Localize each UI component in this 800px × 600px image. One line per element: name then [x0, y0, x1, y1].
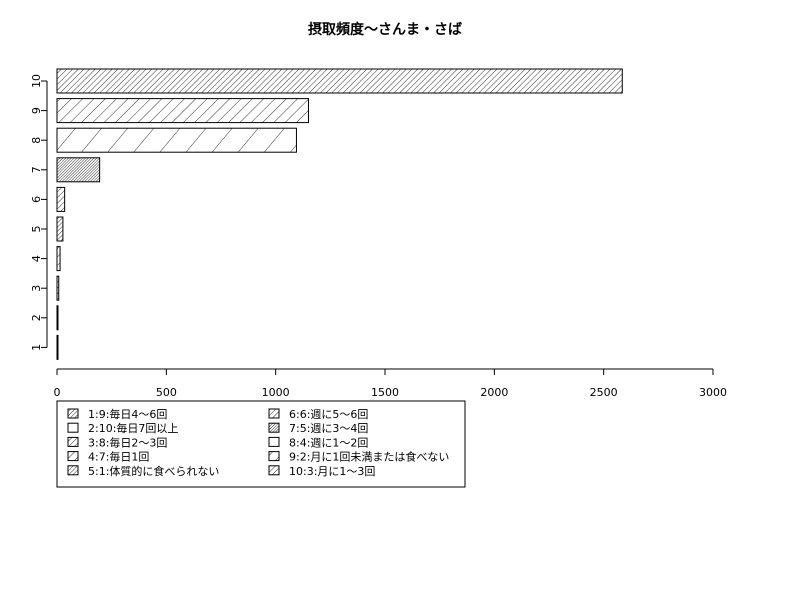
legend-swatch: [67, 436, 79, 447]
bar-6: [56, 186, 66, 212]
legend-label: 7:5:週に3〜4回: [289, 422, 368, 435]
legend-swatch: [67, 422, 79, 433]
x-tick-label: 0: [54, 386, 61, 399]
legend-swatch: [67, 465, 79, 476]
legend-label: 8:4:週に1〜2回: [289, 436, 368, 449]
x-tick-label: 1500: [371, 386, 399, 399]
chart-title: 摂取頻度〜さんま・さば: [308, 21, 462, 38]
bar-2: [56, 305, 59, 331]
legend-swatch: [67, 451, 79, 462]
legend-swatch: [268, 451, 280, 462]
legend-label: 1:9:毎日4〜6回: [88, 408, 167, 421]
y-tick-label: 1: [30, 344, 43, 351]
legend-swatch: [268, 436, 280, 447]
bar-1: [56, 334, 59, 360]
bars-group: [56, 68, 623, 360]
legend-label: 9:2:月に1回未満または食べない: [289, 450, 449, 464]
legend-swatch: [268, 422, 280, 433]
y-tick-label: 9: [30, 107, 43, 114]
legend-label: 5:1:体質的に食べられない: [88, 464, 219, 478]
legend-swatch: [268, 465, 280, 476]
y-tick-label: 7: [30, 166, 43, 173]
legend-label: 3:8:毎日2〜3回: [88, 436, 167, 449]
x-axis: 0 500 1000 1500 2000 2500 3000: [54, 368, 727, 399]
y-tick-label: 2: [30, 314, 43, 321]
x-tick-label: 3000: [699, 386, 727, 399]
legend-label: 2:10:毎日7回以上: [88, 422, 178, 435]
bar-3: [56, 275, 60, 301]
bar-4: [56, 246, 61, 272]
bar-5: [56, 216, 64, 242]
x-tick-label: 1000: [262, 386, 290, 399]
bar-8: [56, 127, 297, 153]
legend-label: 4:7:毎日1回: [88, 451, 149, 464]
x-tick-label: 2000: [480, 386, 508, 399]
legend-box: [56, 400, 466, 488]
y-tick-label: 6: [30, 196, 43, 203]
legend-label: 10:3:月に1〜3回: [289, 465, 375, 478]
y-tick-label: 5: [30, 226, 43, 233]
bar-9: [56, 98, 309, 124]
y-tick-label: 10: [30, 74, 43, 88]
legend-swatch: [67, 408, 79, 419]
y-tick-label: 3: [30, 285, 43, 292]
y-tick-label: 8: [30, 137, 43, 144]
bar-10: [56, 68, 623, 94]
x-tick-label: 500: [156, 386, 177, 399]
y-axis: 1 2 3 4 5 6 7 8 9 10: [30, 74, 48, 351]
y-tick-label: 4: [30, 255, 43, 262]
legend-swatch: [268, 408, 280, 419]
legend-label: 6:6:週に5〜6回: [289, 408, 368, 421]
bar-7: [56, 157, 101, 183]
x-tick-label: 2500: [590, 386, 618, 399]
